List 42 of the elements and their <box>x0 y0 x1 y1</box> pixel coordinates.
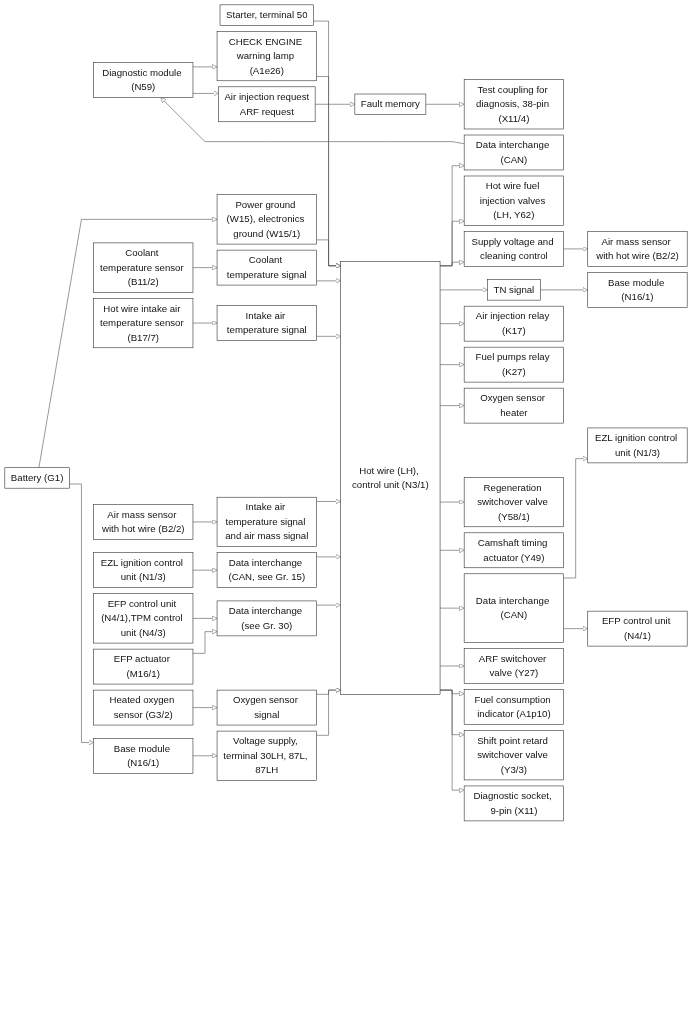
node-box: EFP actuator (M16/1) <box>93 648 194 685</box>
node-box: Regeneration switchover valve (Y58/1) <box>463 477 564 528</box>
node-box: Data interchange (CAN) <box>463 134 564 171</box>
node-box: Power ground (W15), electronics ground (W15/1) <box>216 194 317 245</box>
node-box: Starter, terminal 50 <box>219 4 314 26</box>
node-box: Data interchange (see Gr. 30) <box>216 600 317 637</box>
node-box: EZL ignition control unit (N1/3) <box>587 427 688 464</box>
node-box: Oxygen sensor heater <box>463 387 564 424</box>
node-box: Diagnostic module (N59) <box>93 62 194 98</box>
node-box: Air mass sensor with hot wire (B2/2) <box>93 504 194 540</box>
node-box: CHECK ENGINE warning lamp (A1e26) <box>216 31 317 82</box>
node-box: Hot wire intake air temperature sensor (B17/7) <box>93 298 194 349</box>
node-box: EFP control unit (N4/1) <box>587 610 688 647</box>
node-box: Fuel pumps relay (K27) <box>463 346 564 383</box>
node-box: Base module (N16/1) <box>587 272 688 308</box>
node-box: Supply voltage and cleaning control <box>463 231 564 267</box>
node-box: Intake air temperature signal <box>216 305 317 341</box>
node-box: Battery (G1) <box>4 467 70 489</box>
node-box: Coolant temperature signal <box>216 249 317 286</box>
node-box: Air mass sensor with hot wire (B2/2) <box>587 231 688 267</box>
node-box: Voltage supply, terminal 30LH, 87L, 87LH <box>216 730 317 781</box>
node-box: Fuel consumption indicator (A1p10) <box>463 689 564 725</box>
node-box: Camshaft timing actuator (Y49) <box>463 532 564 569</box>
node-box: Coolant temperature sensor (B11/2) <box>93 242 194 293</box>
node-box: Hot wire (LH), control unit (N3/1) <box>340 261 441 695</box>
node-box: Heated oxygen sensor (G3/2) <box>93 689 194 726</box>
node-box: Test coupling for diagnosis, 38-pin (X11/4) <box>463 79 564 130</box>
node-box: Data interchange (CAN) <box>463 573 564 643</box>
node-box: TN signal <box>487 279 541 301</box>
node-box: Fault memory <box>354 93 427 115</box>
node-box: Intake air temperature signal and air mass signal <box>216 496 317 547</box>
node-box: Data interchange (CAN, see Gr. 15) <box>216 552 317 588</box>
node-box: Shift point retard switchover valve (Y3/3) <box>463 730 564 781</box>
node-box: Oxygen sensor signal <box>216 689 317 726</box>
node-box: Hot wire fuel injection valves (LH, Y62) <box>463 175 564 226</box>
node-box: ARF switchover valve (Y27) <box>463 648 564 684</box>
node-box: EZL ignition control unit (N1/3) <box>93 552 194 588</box>
node-box: Air injection request ARF request <box>218 86 316 123</box>
node-box: Base module (N16/1) <box>93 738 194 774</box>
node-box: EFP control unit (N4/1),TPM control unit (N4/3) <box>93 593 194 644</box>
node-box: Air injection relay (K17) <box>463 305 564 342</box>
node-box: Diagnostic socket, 9-pin (X11) <box>463 785 564 822</box>
